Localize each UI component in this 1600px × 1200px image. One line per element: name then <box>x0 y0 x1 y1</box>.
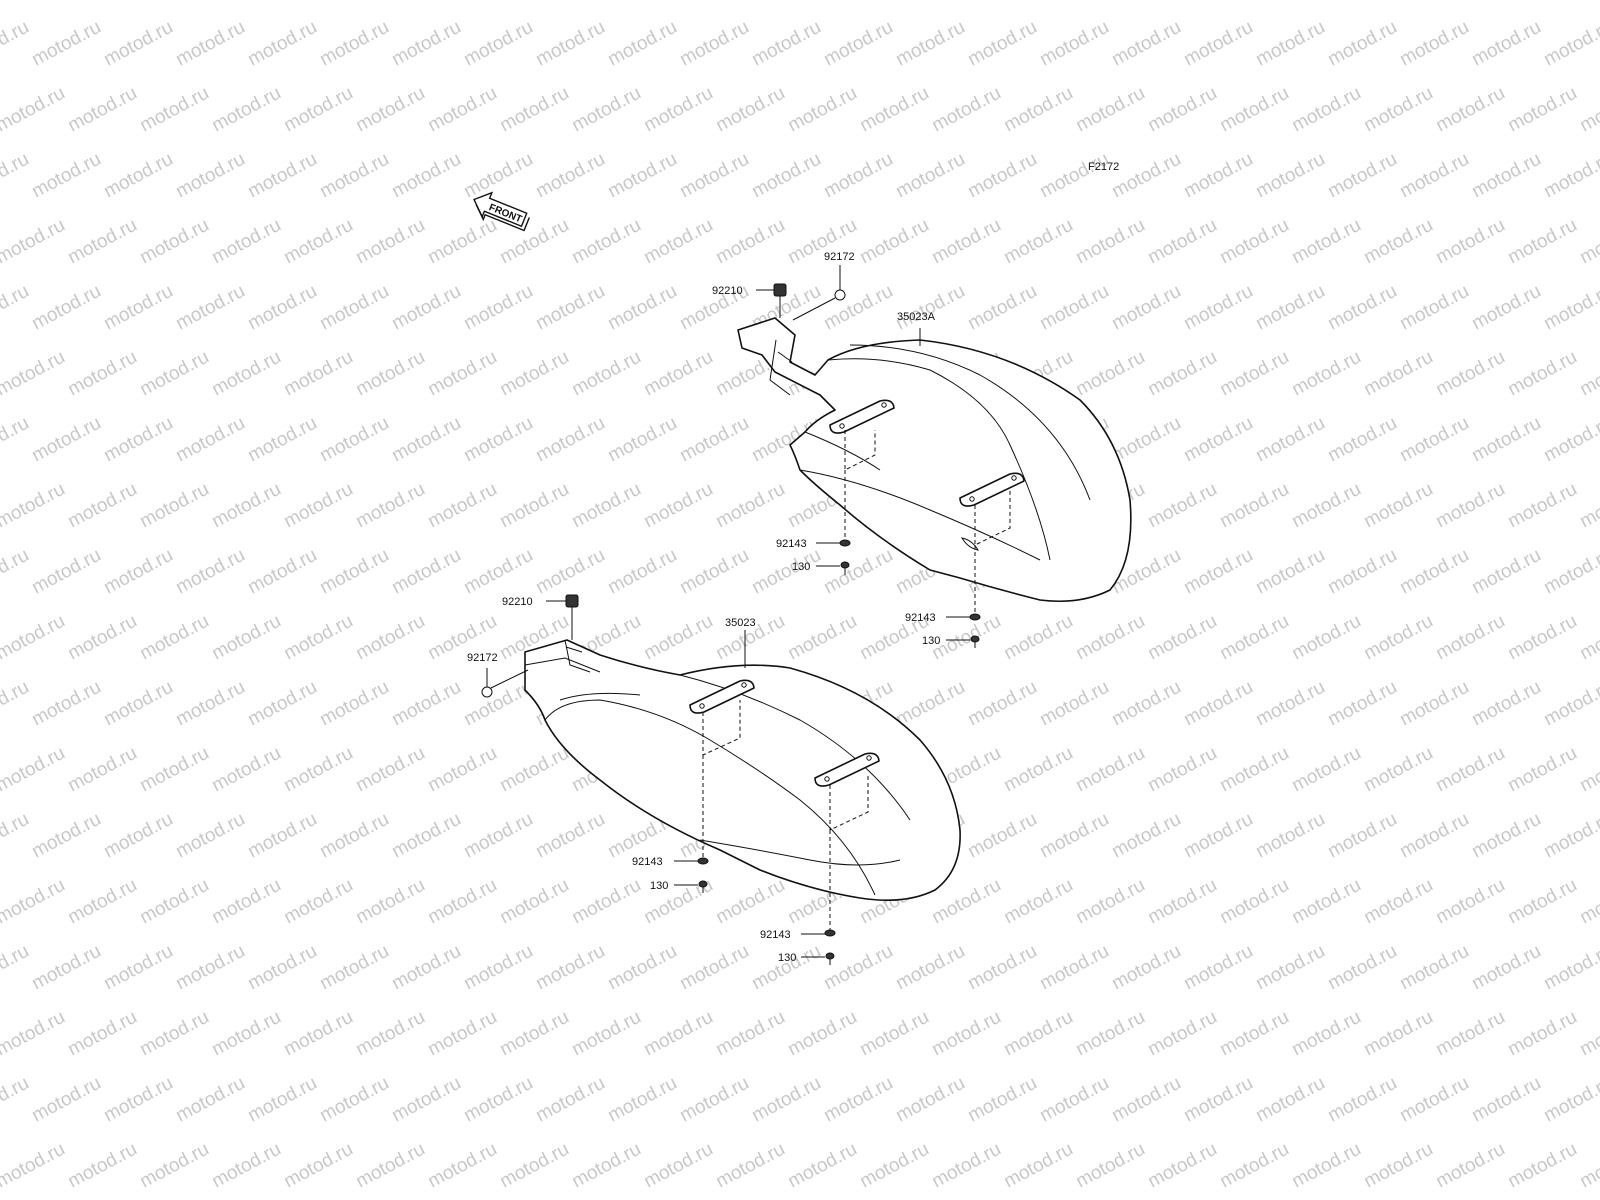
label-lower-bolt-clip: 92172 <box>467 652 498 664</box>
upper-washer-2-icon <box>969 613 981 621</box>
label-upper-clip: 92210 <box>712 285 743 297</box>
lower-bolt-1-icon <box>698 880 708 893</box>
label-lower-fender: 35023 <box>725 617 756 629</box>
label-upper-bolt-1: 130 <box>792 561 810 573</box>
lower-washer-2-icon <box>824 929 836 937</box>
lower-fender-rear-slot <box>814 752 880 787</box>
lower-bolt-2-icon <box>825 952 835 965</box>
upper-bolt-92172-icon <box>792 289 846 321</box>
lower-bolt-92172-icon <box>481 669 529 698</box>
label-lower-bolt-1: 130 <box>650 880 668 892</box>
label-lower-washer-1: 92143 <box>632 856 663 868</box>
front-direction-arrow-icon: FRONT <box>473 191 530 232</box>
upper-fender-front-slot <box>829 399 895 434</box>
lower-fender-35023 <box>524 639 961 902</box>
lower-fender-front-slot <box>689 679 755 714</box>
upper-fender-35023A <box>737 317 1132 603</box>
label-lower-bolt-2: 130 <box>778 952 796 964</box>
label-lower-washer-2: 92143 <box>760 929 791 941</box>
label-upper-bolt-2: 130 <box>922 635 940 647</box>
upper-bolt-1-icon <box>840 561 850 575</box>
upper-fender-rear-slot <box>959 472 1025 507</box>
label-lower-clip: 92210 <box>502 596 533 608</box>
figure-code: F2172 <box>1088 161 1119 173</box>
upper-bolt-2-icon <box>970 635 980 648</box>
upper-washer-1-icon <box>839 539 851 547</box>
upper-clip-92210-icon <box>773 283 787 318</box>
lower-washer-1-icon <box>697 857 709 865</box>
lower-clip-92210-icon <box>565 594 579 640</box>
label-upper-fender: 35023A <box>897 311 936 323</box>
label-upper-bolt-clip: 92172 <box>824 251 855 263</box>
label-upper-washer-2: 92143 <box>905 612 936 624</box>
label-upper-washer-1: 92143 <box>776 538 807 550</box>
